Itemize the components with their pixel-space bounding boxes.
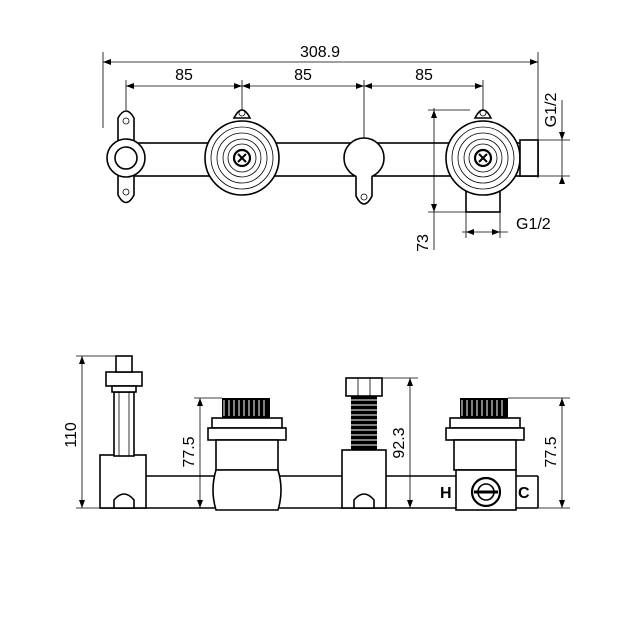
left-mounting-lug bbox=[106, 110, 146, 204]
dimension-spacing-row: 85 85 85 bbox=[125, 67, 484, 165]
height-center-label: 92.3 bbox=[391, 427, 408, 458]
hot-label: H bbox=[440, 485, 452, 502]
height-left-label: 110 bbox=[63, 422, 80, 448]
spacing-3-label: 85 bbox=[415, 67, 433, 84]
dimension-overall-width: 308.9 bbox=[102, 44, 539, 178]
dimension-thread-right: G1/2 bbox=[538, 93, 570, 184]
height-cartridge-left-label: 77.5 bbox=[181, 436, 198, 467]
spacing-2-label: 85 bbox=[294, 67, 312, 84]
left-inlet-front bbox=[99, 355, 147, 509]
dimension-height-cartridge-right: 77.5 bbox=[508, 397, 570, 509]
dimension-depth: 73 bbox=[415, 108, 470, 252]
right-cartridge-front: H C bbox=[440, 398, 530, 511]
front-view: H C 110 77.5 92.3 bbox=[63, 355, 570, 511]
left-cartridge-front bbox=[207, 398, 287, 511]
thread-right-label: G1/2 bbox=[543, 93, 560, 128]
dimension-height-cartridge-left: 77.5 bbox=[181, 397, 222, 508]
right-valve-top bbox=[445, 109, 539, 213]
dimension-thread-bottom: G1/2 bbox=[462, 212, 551, 238]
thread-bottom-label: G1/2 bbox=[516, 216, 551, 233]
left-valve-top bbox=[204, 109, 280, 196]
top-view: 308.9 85 85 85 bbox=[102, 44, 570, 252]
spacing-1-label: 85 bbox=[175, 67, 193, 84]
center-outlet-front bbox=[341, 377, 387, 509]
height-cartridge-right-label: 77.5 bbox=[543, 436, 560, 467]
dimension-height-left: 110 bbox=[63, 355, 124, 509]
depth-label: 73 bbox=[415, 234, 432, 252]
center-outlet-top bbox=[343, 137, 385, 205]
overall-width-label: 308.9 bbox=[300, 44, 340, 61]
dimension-height-center: 92.3 bbox=[382, 377, 418, 508]
cold-label: C bbox=[518, 485, 530, 502]
